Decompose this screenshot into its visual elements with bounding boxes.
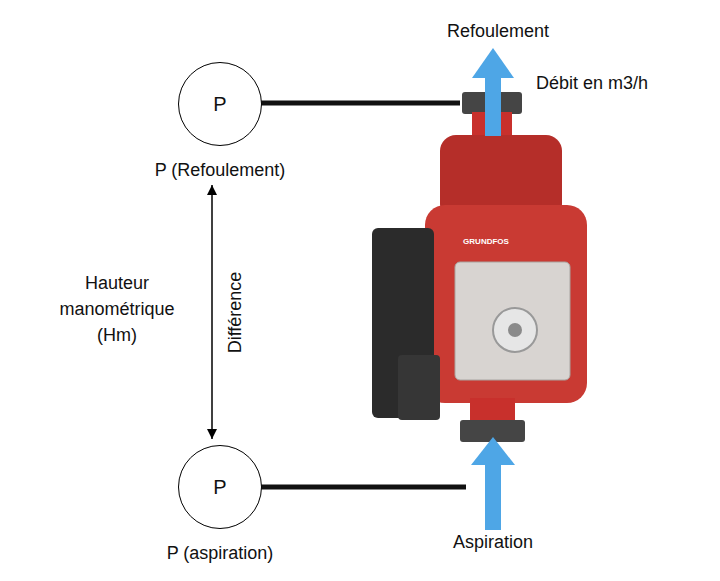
gauge-circle: P [178, 445, 262, 529]
gauge-caption: P (aspiration) [130, 543, 310, 564]
text-label: Hauteur manométrique (Hm) [52, 270, 182, 348]
pipe-line [258, 485, 466, 490]
text-label: Refoulement [398, 18, 598, 44]
gauge-node: P P (aspiration) [130, 445, 310, 564]
gauge-caption: P (Refoulement) [130, 160, 310, 181]
double-arrow [211, 185, 213, 439]
pump-body [372, 92, 587, 442]
text-label: GRUNDFOS [456, 236, 516, 248]
gauge-circle: P [178, 62, 262, 146]
text-label: Débit en m3/h [536, 70, 706, 96]
gauge-node: P P (Refoulement) [130, 62, 310, 181]
flow-arrow [471, 48, 515, 530]
pipe-line [258, 101, 460, 106]
edge-label: Différence [226, 269, 247, 355]
text-label: Aspiration [393, 529, 593, 555]
